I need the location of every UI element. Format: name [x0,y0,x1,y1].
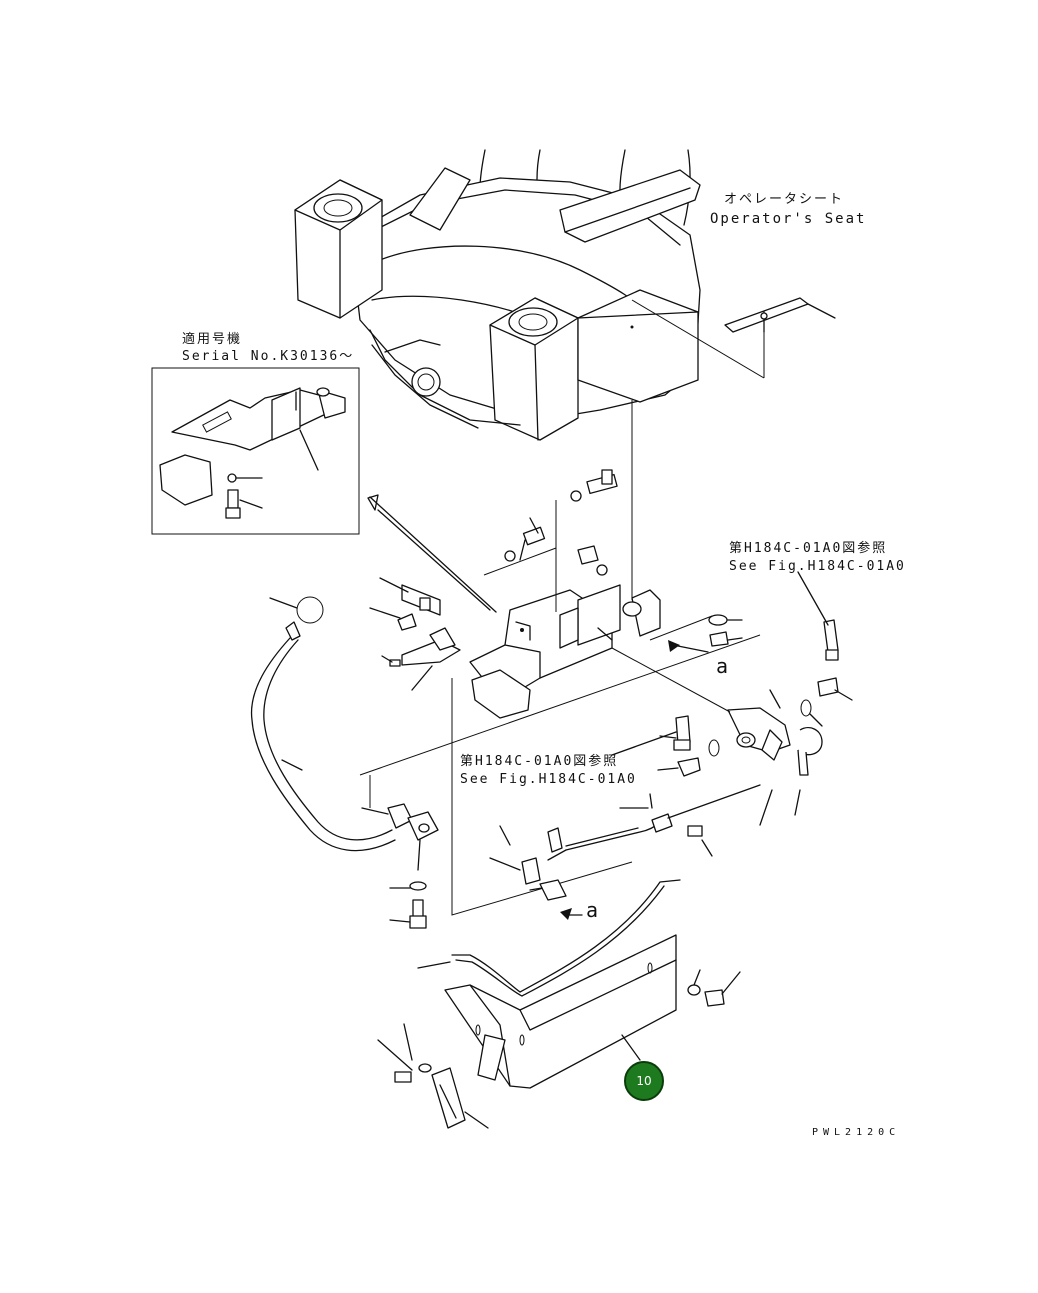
reference-label-center-en: See Fig.H184C-01A0 [460,772,637,787]
main-bracket [389,584,661,719]
serial-label-en: Serial No.K30136～ [182,349,355,364]
inset-arrow [367,494,497,613]
hydraulic-fittings [611,571,853,826]
reference-label-right-jp: 第H184C-01A0図参照 [729,541,888,556]
left-hose [250,577,439,929]
arrow-a-upper [668,640,709,653]
lower-guide [451,678,633,916]
part-callout-10[interactable]: 10 [624,1061,664,1101]
seat-bracket-plate [631,297,836,379]
arrow-a-lower [560,908,583,920]
bracket-fitting-line [611,647,731,713]
operator-seat [294,149,701,441]
view-a-label-lower: a [586,898,601,922]
reference-label-right-en: See Fig.H184C-01A0 [729,559,906,574]
operator-seat-label-en: Operator's Seat [710,211,867,227]
control-rod [489,784,761,901]
bottom-cover [377,879,741,1129]
bracket-fasteners [483,469,618,612]
serial-inset [151,367,360,535]
cross-guide-line [359,634,761,776]
reference-label-center-jp: 第H184C-01A0図参照 [460,754,619,769]
drawing-code: PWL2120C [812,1127,901,1138]
serial-label-jp: 適用号機 [182,332,243,347]
operator-seat-label-jp: オペレータシート [724,192,845,207]
view-a-label-upper: a [716,654,731,678]
right-nuts [649,614,743,647]
